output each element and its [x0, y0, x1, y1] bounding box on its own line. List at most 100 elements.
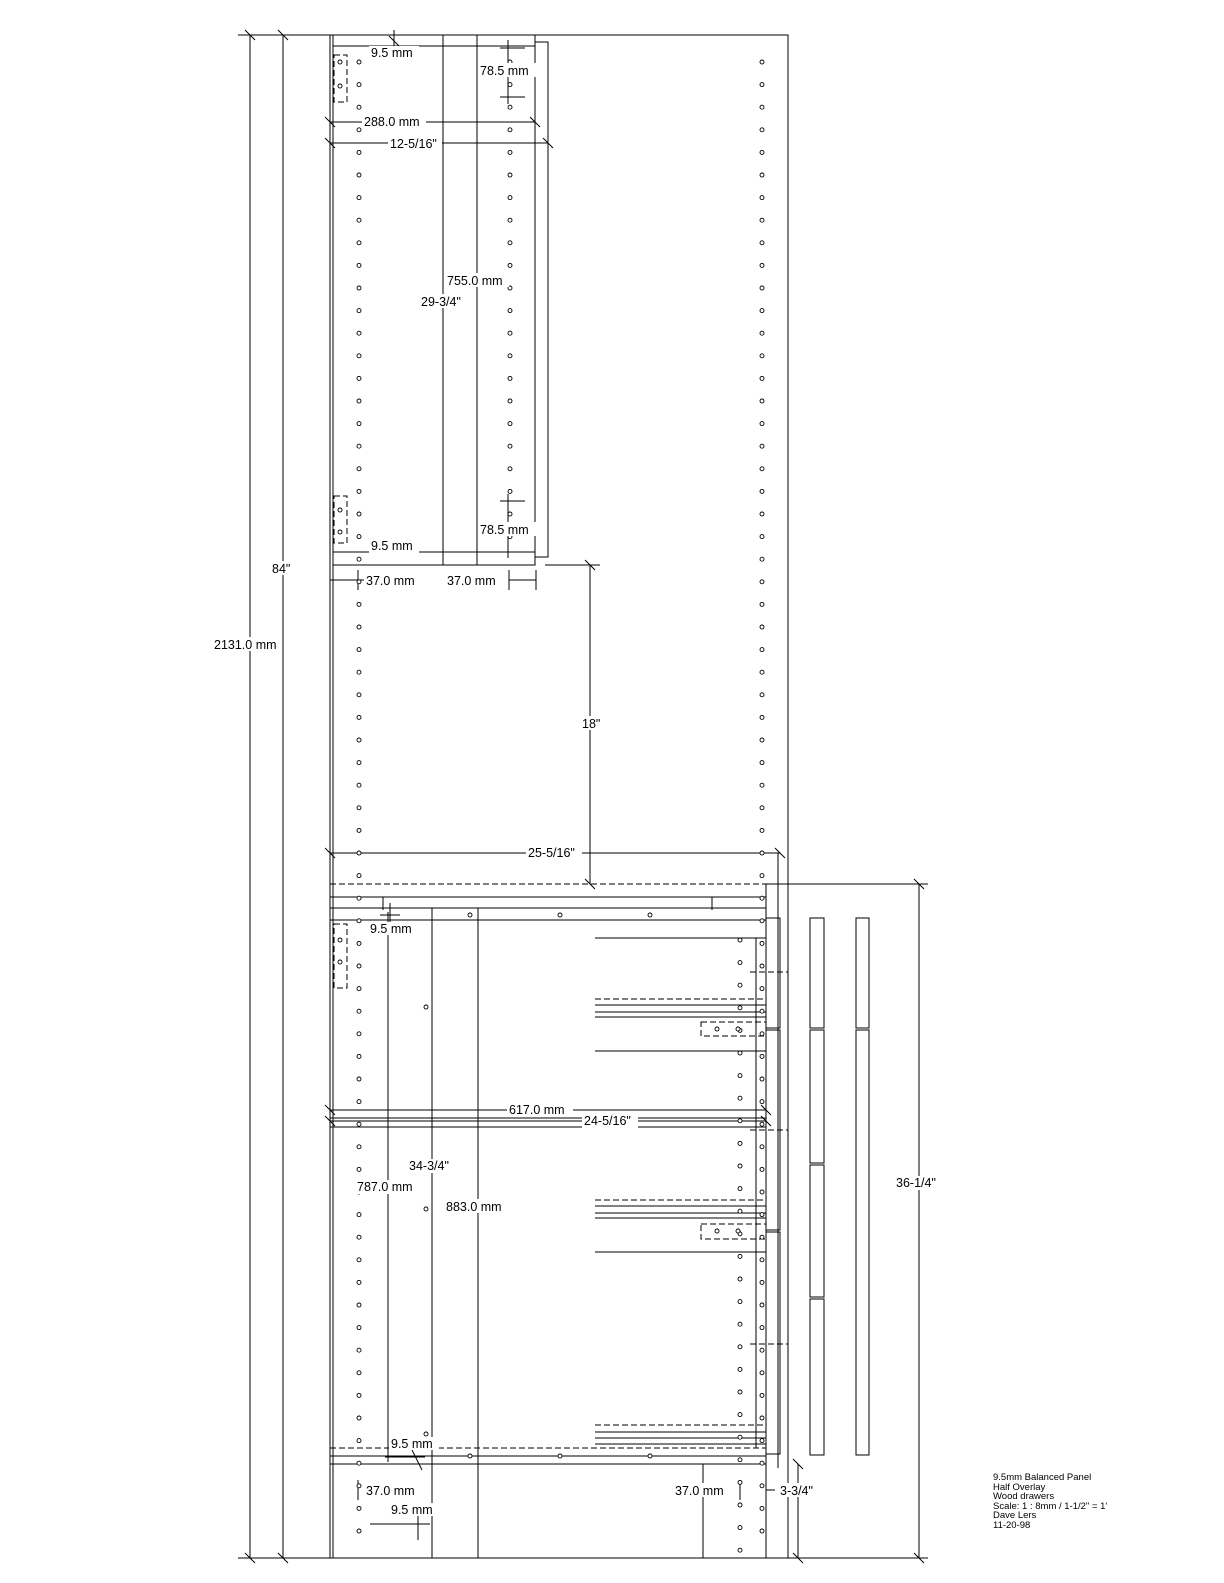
lower-door-height-in-label: 34-3/4": [409, 1159, 449, 1173]
pin-hole: [356, 1370, 362, 1376]
pin-hole: [356, 443, 362, 449]
pin-hole: [759, 59, 765, 65]
pin-hole: [759, 692, 765, 698]
pin-hole: [737, 1276, 743, 1282]
pin-hole: [759, 466, 765, 472]
pin-hole: [356, 1460, 362, 1466]
pin-hole: [759, 895, 765, 901]
pin-hole: [737, 1321, 743, 1327]
pin-hole: [337, 59, 343, 65]
pin-hole: [507, 330, 513, 336]
pin-hole: [467, 912, 473, 918]
pin-hole: [737, 1163, 743, 1169]
pin-hole: [759, 240, 765, 246]
pin-hole: [356, 308, 362, 314]
lower-bottom-setback-b-label: 9.5 mm: [391, 1503, 433, 1517]
upper-door-width-mm-label: 288.0 mm: [364, 115, 420, 129]
pin-hole: [737, 982, 743, 988]
pin-hole: [737, 1479, 743, 1485]
pin-hole: [735, 1228, 741, 1234]
lower-bottom-setback-a-label: 9.5 mm: [391, 1437, 433, 1451]
pin-hole: [759, 1438, 765, 1444]
door-setback-bottom-label: 9.5 mm: [371, 539, 413, 553]
title-block: 9.5mm Balanced Panel Half Overlay Wood d…: [993, 1473, 1107, 1530]
pin-hole: [759, 1144, 765, 1150]
pin-hole: [356, 1483, 362, 1489]
pin-hole: [759, 805, 765, 811]
cabinet-outline: [329, 34, 789, 1559]
pin-hole: [507, 466, 513, 472]
pin-hole: [759, 556, 765, 562]
pin-hole: [759, 1031, 765, 1037]
pin-hole: [759, 1212, 765, 1218]
pin-hole: [737, 1344, 743, 1350]
pin-hole: [356, 647, 362, 653]
note-line: Half Overlay: [993, 1481, 1046, 1493]
pin-hole: [759, 375, 765, 381]
pin-hole: [356, 692, 362, 698]
pin-hole: [507, 217, 513, 223]
pin-hole: [737, 1502, 743, 1508]
pin-hole: [507, 172, 513, 178]
pin-hole: [759, 1415, 765, 1421]
pin-hole: [356, 82, 362, 88]
upper-door-height-mm-label: 755.0 mm: [447, 274, 503, 288]
pin-hole: [759, 1121, 765, 1127]
pin-hole: [759, 421, 765, 427]
pin-hole: [507, 398, 513, 404]
pin-hole: [356, 918, 362, 924]
pin-hole: [759, 850, 765, 856]
pin-hole: [737, 1140, 743, 1146]
pin-hole: [356, 1121, 362, 1127]
pin-hole: [759, 1460, 765, 1466]
pin-hole: [759, 714, 765, 720]
pin-hole: [356, 127, 362, 133]
pin-hole: [356, 1528, 362, 1534]
pin-hole: [759, 262, 765, 268]
pin-hole: [759, 624, 765, 630]
pin-hole: [356, 940, 362, 946]
pin-hole: [356, 805, 362, 811]
pin-hole: [337, 937, 343, 943]
pin-hole: [759, 601, 765, 607]
lower-top-setback-label: 9.5 mm: [370, 922, 412, 936]
pin-hole: [356, 963, 362, 969]
pin-hole: [356, 556, 362, 562]
pin-hole: [759, 986, 765, 992]
pin-hole: [356, 195, 362, 201]
pin-hole: [759, 1302, 765, 1308]
pin-hole: [356, 1234, 362, 1240]
pin-hole: [507, 240, 513, 246]
pin-hole: [507, 375, 513, 381]
pin-hole: [507, 195, 513, 201]
pin-hole: [759, 285, 765, 291]
hole-row-top-label: 78.5 mm: [480, 64, 529, 78]
pin-hole: [737, 1050, 743, 1056]
pin-hole: [759, 195, 765, 201]
pin-hole: [356, 850, 362, 856]
pin-hole: [737, 1412, 743, 1418]
pin-hole: [714, 1026, 720, 1032]
pin-hole: [356, 534, 362, 540]
lower-width-mm-label: 617.0 mm: [509, 1103, 565, 1117]
pin-hole: [737, 1208, 743, 1214]
pin-hole: [507, 511, 513, 517]
pin-hole: [759, 534, 765, 540]
pin-hole: [467, 1453, 473, 1459]
pin-hole: [759, 760, 765, 766]
pin-hole: [356, 1438, 362, 1444]
pin-hole: [356, 760, 362, 766]
pin-hole: [356, 104, 362, 110]
pin-hole: [759, 398, 765, 404]
pin-hole: [356, 285, 362, 291]
pin-hole: [759, 1392, 765, 1398]
pin-hole: [337, 959, 343, 965]
lower-width-in-label: 24-5/16": [584, 1114, 631, 1128]
pin-hole: [557, 912, 563, 918]
pin-hole: [759, 1234, 765, 1240]
pin-hole: [356, 59, 362, 65]
pin-hole: [759, 1347, 765, 1353]
pin-hole: [759, 782, 765, 788]
pin-hole: [759, 353, 765, 359]
pin-hole: [356, 1008, 362, 1014]
